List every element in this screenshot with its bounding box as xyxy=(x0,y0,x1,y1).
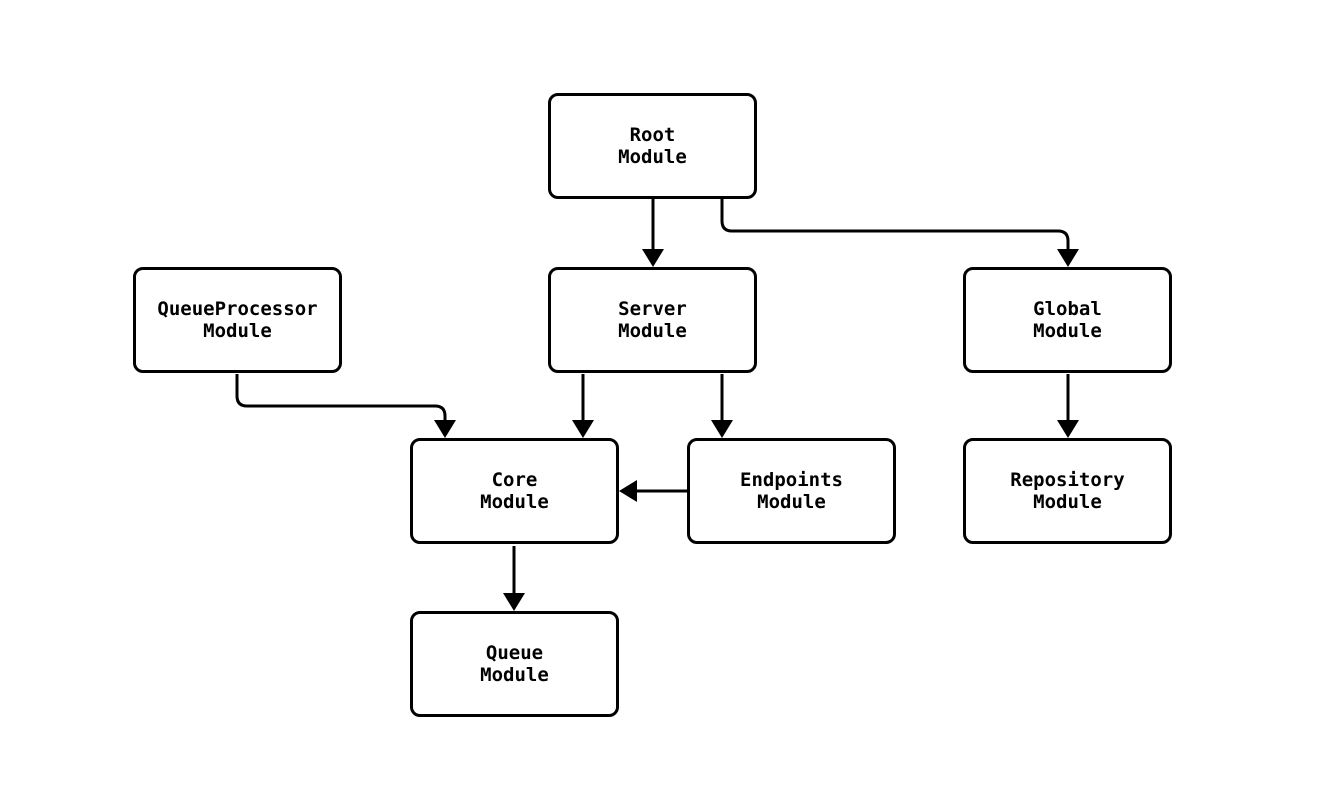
edge-root-global-line xyxy=(720,199,1070,252)
edge-root-global-arrowhead xyxy=(1057,249,1079,267)
node-server-module-label: Server Module xyxy=(618,298,687,342)
edge-server-core-arrowhead xyxy=(572,420,594,438)
node-repository-module-label: Repository Module xyxy=(1010,469,1125,513)
edge-root-server-arrowhead xyxy=(642,249,664,267)
node-queueprocessor-module-label: QueueProcessor Module xyxy=(157,298,318,342)
edge-server-core xyxy=(572,374,594,438)
edge-root-server xyxy=(642,199,664,267)
node-root-module-label: Root Module xyxy=(618,124,687,168)
node-queueprocessor-module: QueueProcessor Module xyxy=(133,267,342,373)
node-root-module: Root Module xyxy=(548,93,757,199)
node-repository-module: Repository Module xyxy=(963,438,1172,544)
edge-endpoints-core xyxy=(619,480,687,502)
edge-server-endpoints xyxy=(711,374,733,438)
edge-core-queue xyxy=(503,546,525,611)
node-server-module: Server Module xyxy=(548,267,757,373)
edge-root-global xyxy=(720,199,1079,267)
node-global-module: Global Module xyxy=(963,267,1172,373)
node-core-module: Core Module xyxy=(410,438,619,544)
edge-queueprocessor-core-line xyxy=(235,374,447,423)
edge-global-repository xyxy=(1057,374,1079,438)
edge-core-queue-arrowhead xyxy=(503,593,525,611)
node-endpoints-module-label: Endpoints Module xyxy=(740,469,843,513)
edge-queueprocessor-core xyxy=(235,374,456,438)
node-endpoints-module: Endpoints Module xyxy=(687,438,896,544)
node-queue-module-label: Queue Module xyxy=(480,642,549,686)
edge-global-repository-arrowhead xyxy=(1057,420,1079,438)
node-queue-module: Queue Module xyxy=(410,611,619,717)
edge-endpoints-core-arrowhead xyxy=(619,480,637,502)
node-global-module-label: Global Module xyxy=(1033,298,1102,342)
edge-queueprocessor-core-arrowhead xyxy=(434,420,456,438)
node-core-module-label: Core Module xyxy=(480,469,549,513)
edge-server-endpoints-arrowhead xyxy=(711,420,733,438)
